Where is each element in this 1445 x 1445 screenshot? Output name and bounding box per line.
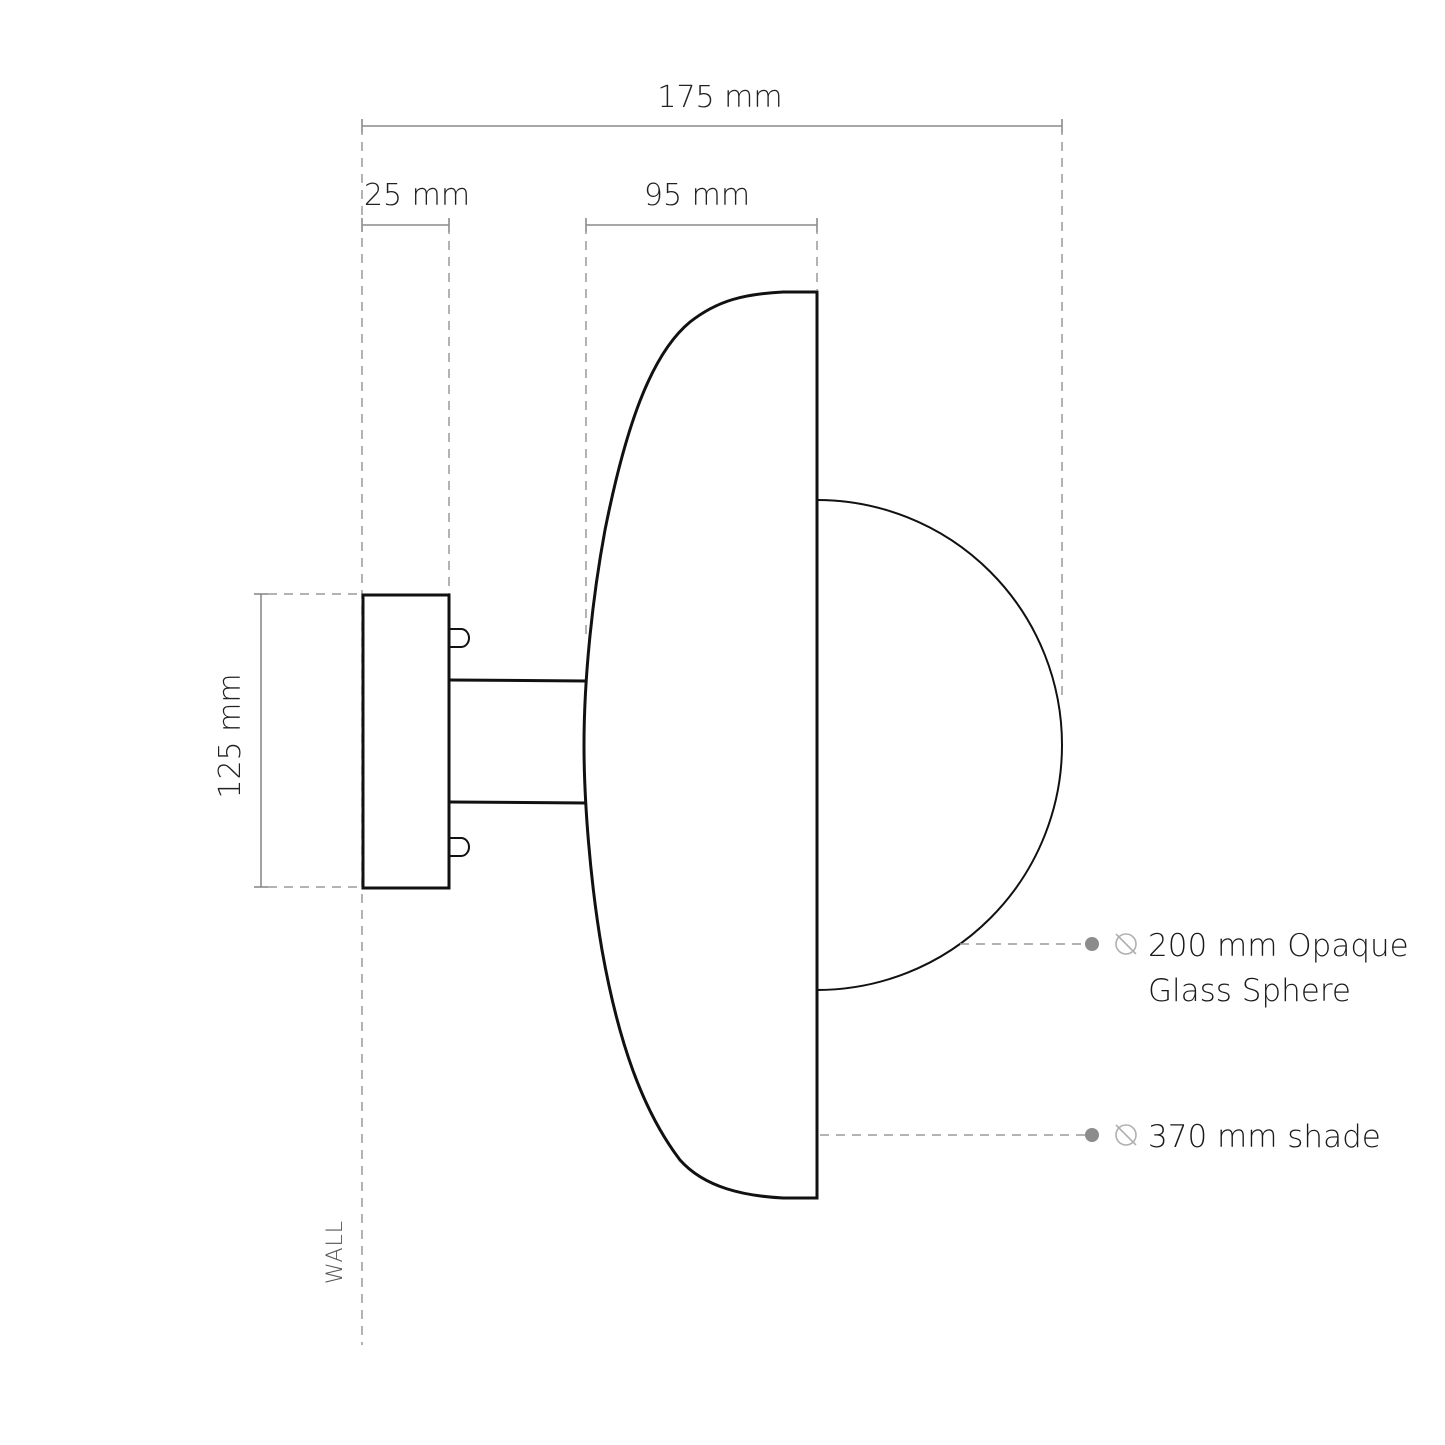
- lamp-shade: [582, 290, 819, 1200]
- screw-head-top: [450, 628, 470, 648]
- lamp-arm-bottom: [449, 800, 587, 805]
- glass-sphere: [816, 499, 1063, 991]
- diameter-icon: [1115, 1124, 1137, 1146]
- lamp-arm-top: [449, 678, 587, 683]
- callout-glass-sphere-line-2: Glass Sphere: [1148, 973, 1351, 1009]
- backplate-depth-dimension: 25 mm: [361, 178, 470, 232]
- backplate-height-label: 125 mm: [213, 673, 248, 798]
- shade-depth-dimension: 95 mm: [585, 178, 818, 232]
- wall-backplate: [361, 593, 451, 890]
- callout-glass-sphere-line-1: 200 mm Opaque: [1148, 928, 1409, 964]
- callout-shade-line-1: 370 mm shade: [1148, 1119, 1381, 1155]
- screw-head-bottom: [450, 837, 470, 857]
- overall-depth-dimension: 175 mm: [361, 80, 1063, 133]
- callout-glass-sphere: 200 mm Opaque Glass Sphere: [960, 928, 1409, 1009]
- backplate-height-dimension: 125 mm: [213, 593, 362, 888]
- callout-dot: [1085, 937, 1099, 951]
- diameter-icon: [1115, 933, 1137, 955]
- callout-shade: 370 mm shade: [820, 1119, 1381, 1155]
- backplate-depth-label: 25 mm: [364, 178, 470, 213]
- shade-depth-label: 95 mm: [644, 178, 750, 213]
- wall-label: WALL: [323, 1220, 348, 1284]
- overall-depth-label: 175 mm: [657, 80, 782, 115]
- callout-dot: [1085, 1128, 1099, 1142]
